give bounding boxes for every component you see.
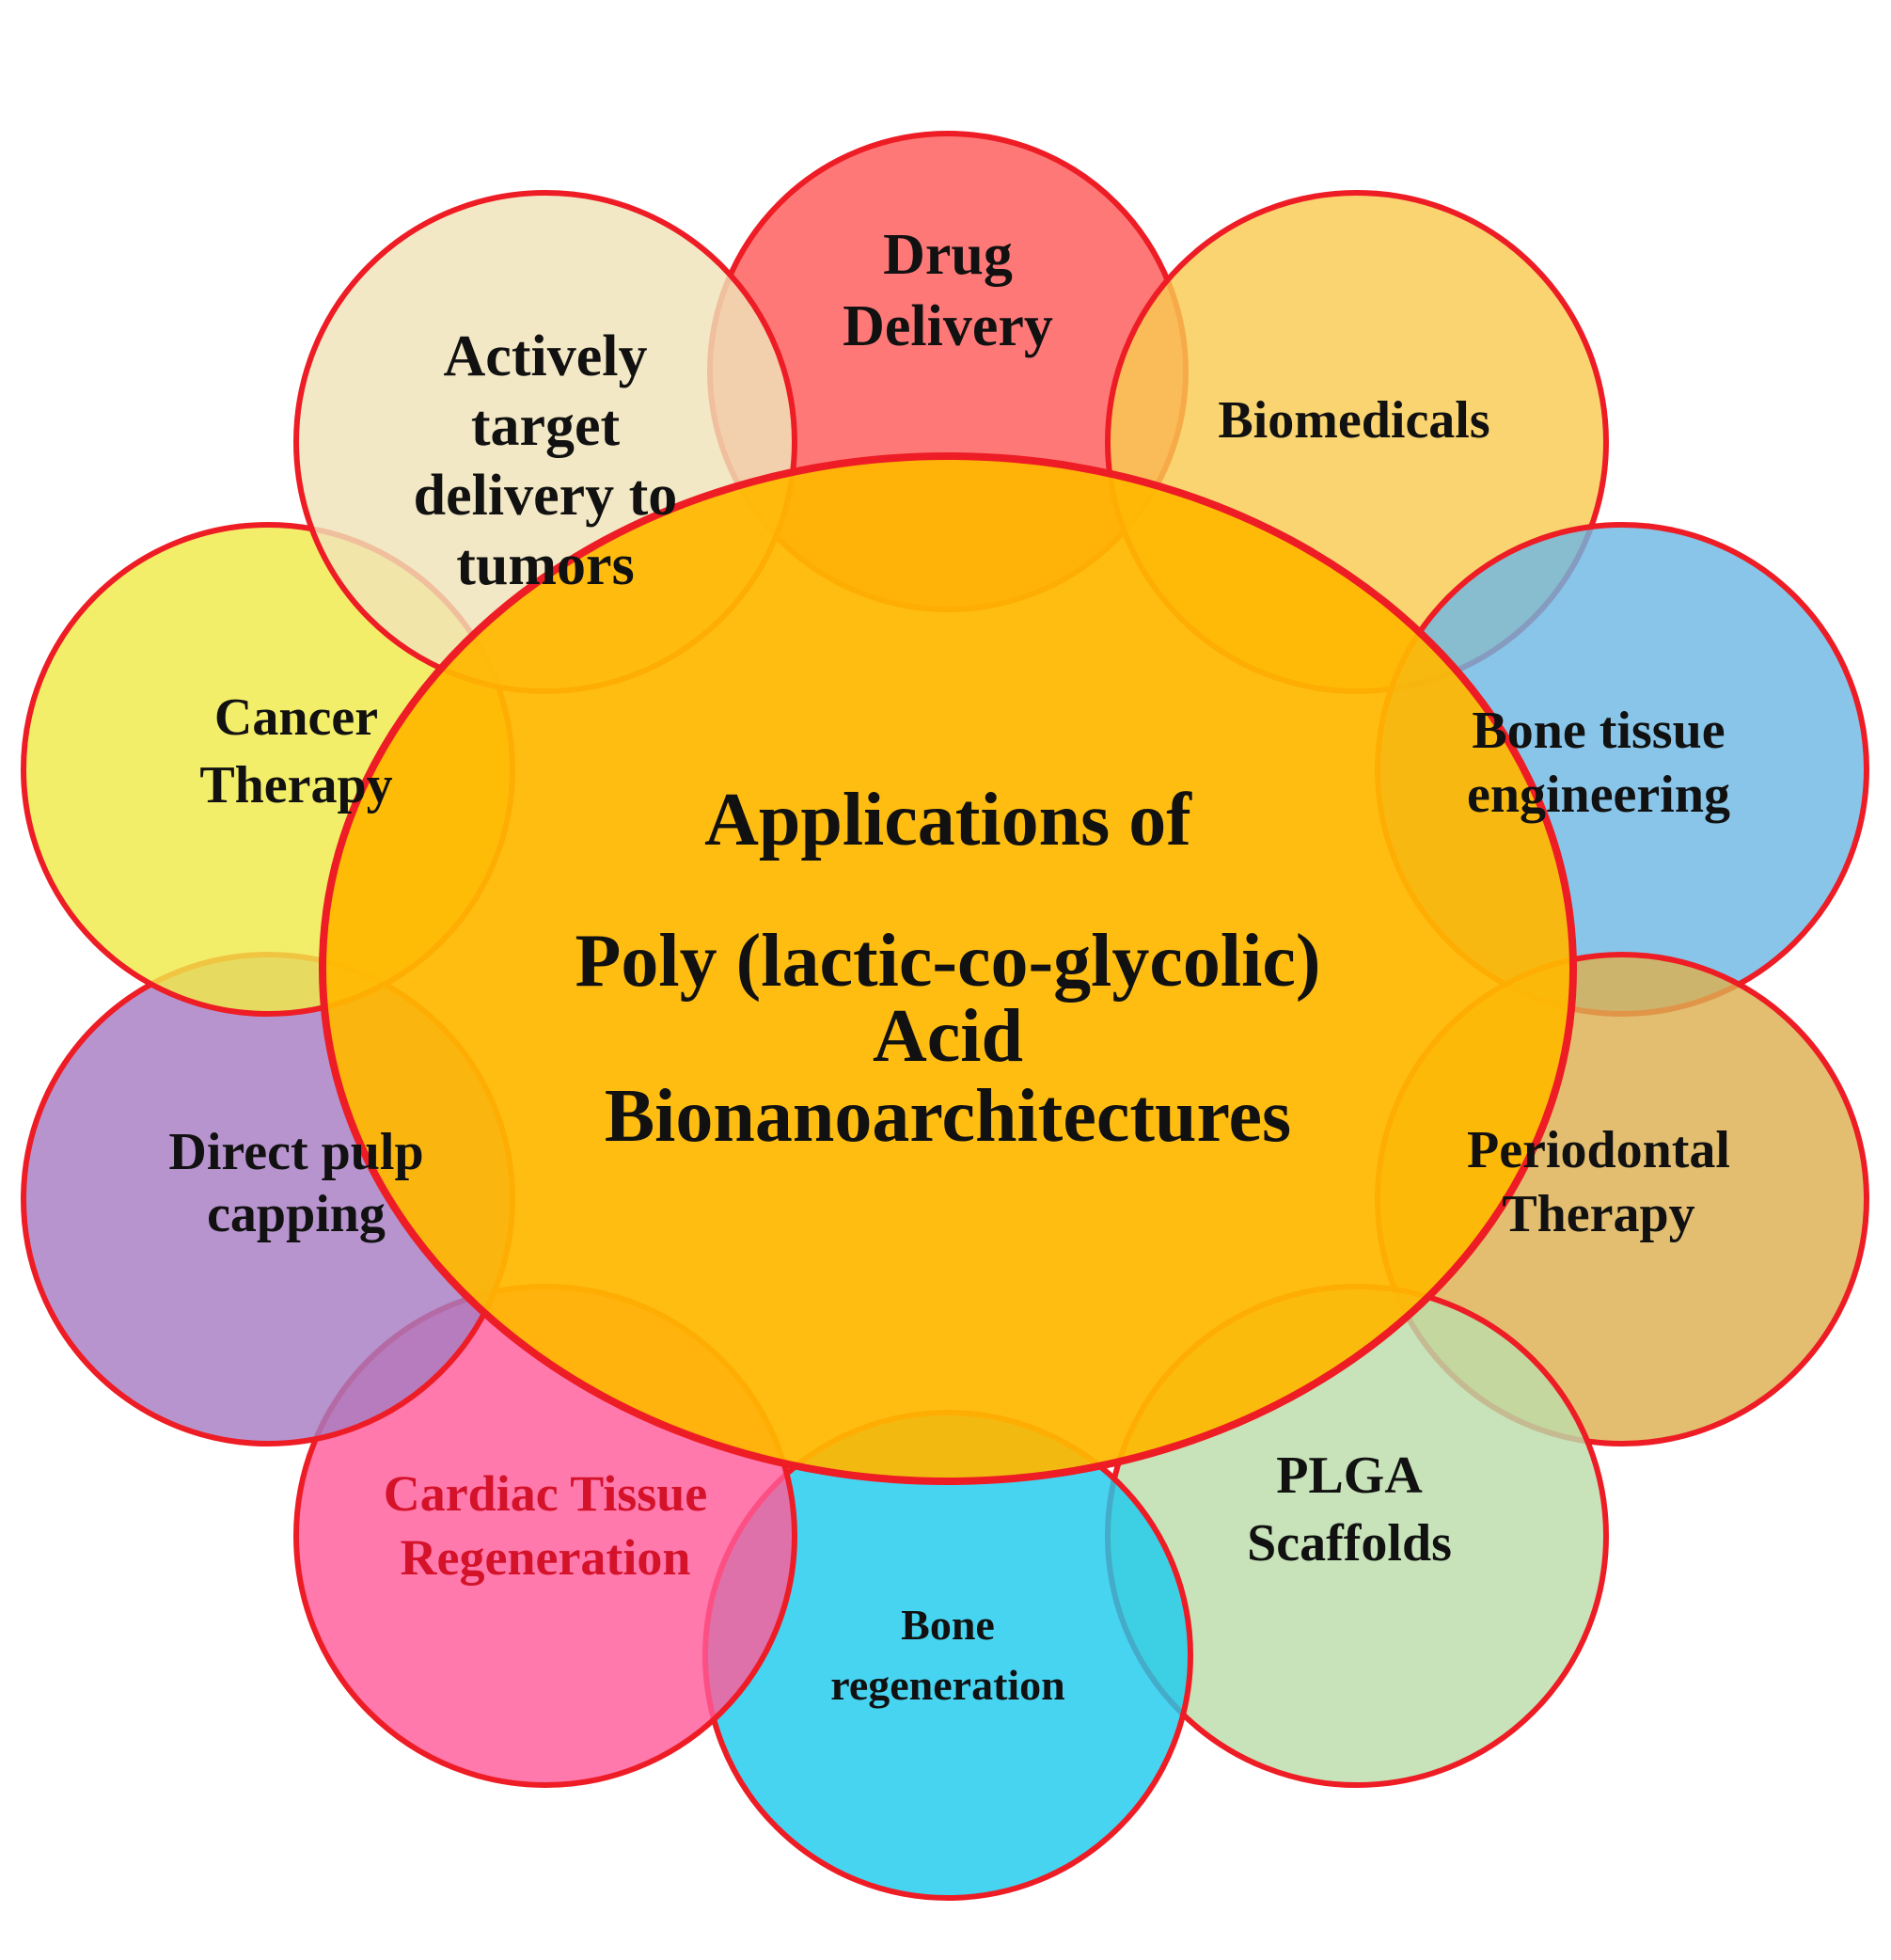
petal-label-periodontal-therapy-line: Periodontal: [1467, 1121, 1730, 1179]
petal-label-biomedicals-line: Biomedicals: [1218, 391, 1489, 450]
petal-label-bone-tissue-engineering: Bone tissue engineering: [1467, 702, 1730, 824]
petal-label-biomedicals: Biomedicals: [1218, 391, 1489, 450]
petal-label-cancer-therapy-line: Therapy: [199, 756, 392, 814]
petal-label-periodontal-therapy-line: Therapy: [1502, 1185, 1694, 1243]
petal-label-bone-tissue-engineering-line: engineering: [1467, 766, 1730, 824]
petal-label-drug-delivery-line: Drug: [883, 223, 1013, 287]
petal-label-plga-scaffolds-line: Scaffolds: [1247, 1514, 1452, 1573]
petal-label-actively-target-delivery-line: tumors: [456, 533, 634, 597]
petal-label-drug-delivery-line: Delivery: [843, 294, 1053, 358]
center-title-line: Poly (lactic-co-glycolic): [575, 920, 1321, 1003]
petal-label-actively-target-delivery-line: target: [471, 394, 621, 458]
petal-label-cancer-therapy-line: Cancer: [214, 688, 378, 747]
center-title-line: Acid: [873, 995, 1023, 1078]
petal-label-bone-tissue-engineering-line: Bone tissue: [1472, 702, 1725, 760]
center-title: Applications of Poly (lactic-co-glycolic)…: [575, 779, 1321, 1158]
petal-label-bone-regeneration-line: regeneration: [830, 1661, 1065, 1709]
petal-label-actively-target-delivery-line: delivery to: [414, 464, 678, 528]
petal-label-bone-regeneration-line: Bone: [901, 1601, 995, 1649]
petal-label-plga-scaffolds: PLGA Scaffolds: [1247, 1446, 1452, 1573]
center-circle: [319, 452, 1577, 1485]
petal-label-actively-target-delivery-line: Actively: [444, 324, 648, 388]
center-title-line: Bionanoarchitectures: [605, 1075, 1291, 1158]
petal-label-cardiac-tissue-regeneration-line: Cardiac Tissue: [384, 1465, 708, 1522]
petal-label-direct-pulp-capping-line: Direct pulp: [168, 1123, 423, 1181]
petal-label-bone-regeneration: Bone regeneration: [830, 1601, 1065, 1709]
petal-label-cardiac-tissue-regeneration-line: Regeneration: [401, 1529, 691, 1586]
center-title-line: Applications of: [704, 779, 1192, 861]
petal-label-direct-pulp-capping-line: capping: [207, 1185, 386, 1243]
petal-label-plga-scaffolds-line: PLGA: [1276, 1446, 1423, 1505]
